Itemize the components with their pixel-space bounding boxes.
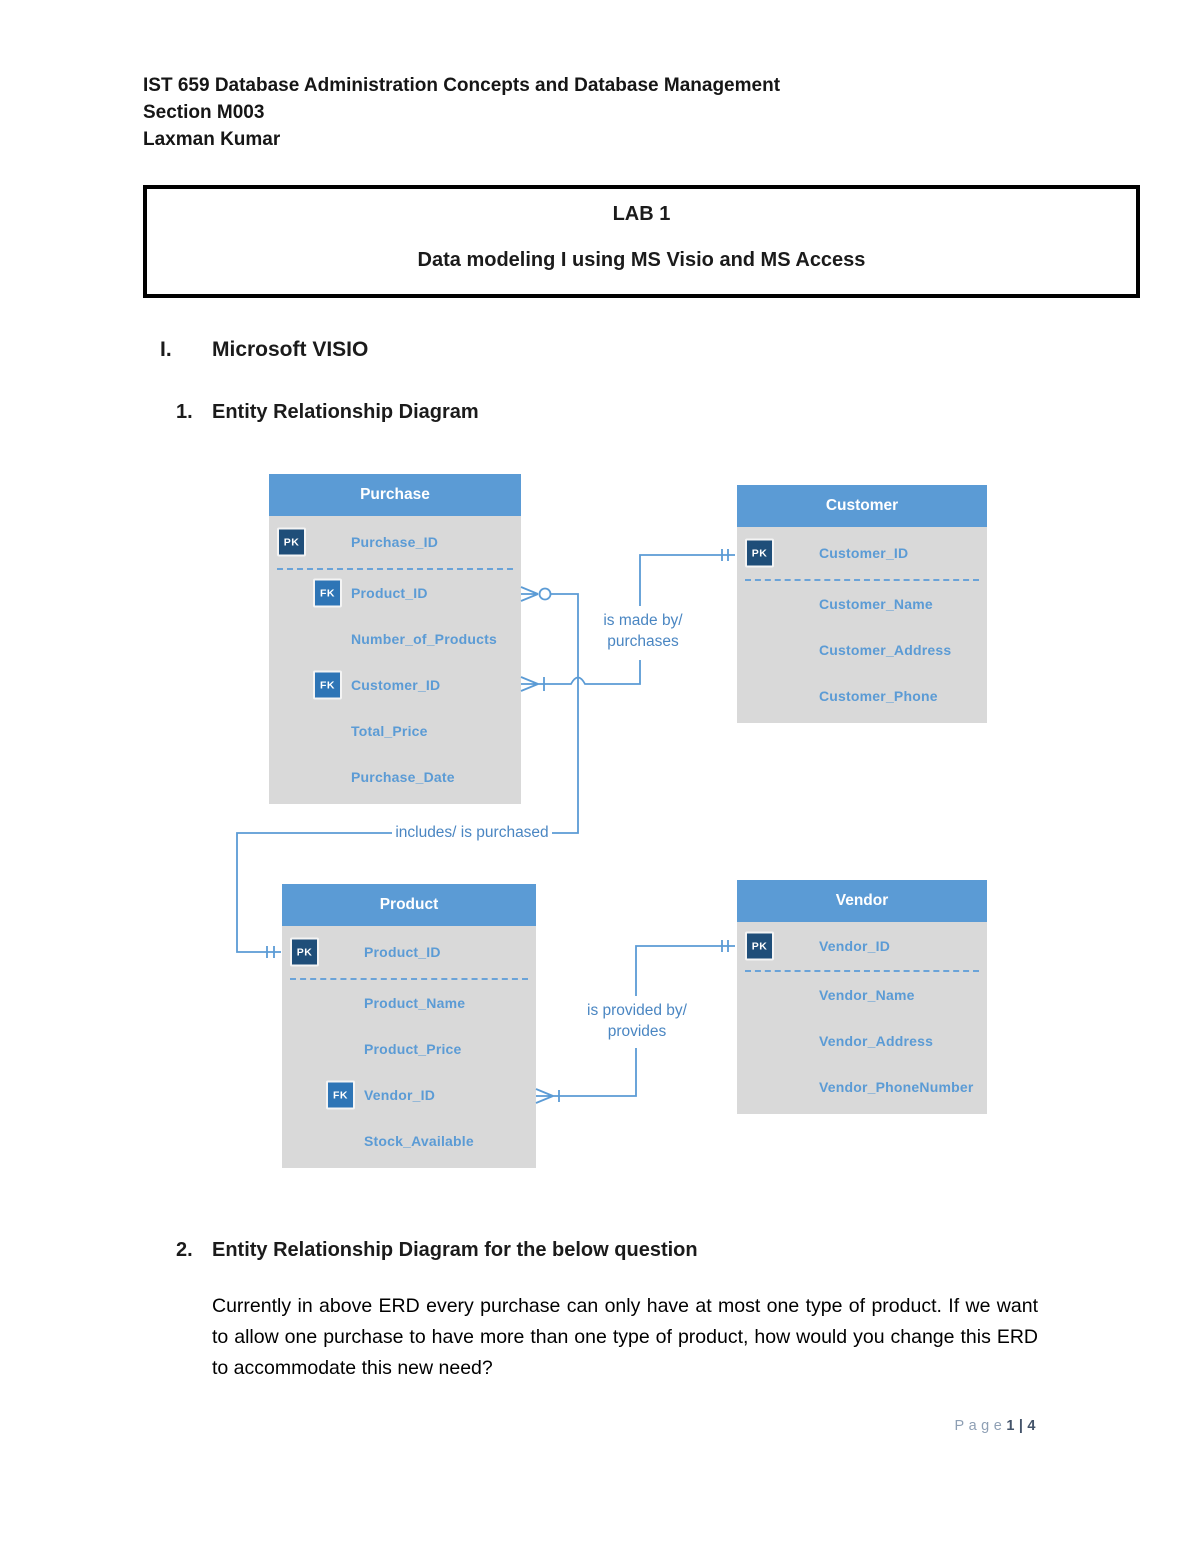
heading-erd-question: 2. Entity Relationship Diagram for the be… — [176, 1239, 698, 1262]
entity-vendor-body: PK Vendor_ID Vendor_Name Vendor_Address … — [737, 922, 987, 1114]
attribute-row: PK Product_ID — [282, 926, 536, 978]
lab-subtitle: Data modeling I using MS Visio and MS Ac… — [417, 249, 866, 271]
attribute-product-name: Product_Name — [364, 995, 466, 1011]
relationship-label-is-made-by: is made by/ purchases — [581, 606, 705, 660]
attribute-number-of-products: Number_of_Products — [351, 631, 497, 647]
question-paragraph: Currently in above ERD every purchase ca… — [212, 1295, 1038, 1379]
attribute-vendor-id: Vendor_ID — [364, 1087, 436, 1103]
attribute-customer-id: Customer_ID — [351, 677, 441, 693]
pk-separator — [745, 970, 979, 972]
page-number: 1|4 — [1006, 1418, 1040, 1434]
lab-title: LAB 1 — [612, 203, 671, 225]
attribute-row: PK Customer_ID — [737, 527, 987, 579]
attribute-vendor-id: Vendor_ID — [819, 938, 891, 954]
attribute-purchase-id: Purchase_ID — [351, 534, 439, 550]
attribute-row: Total_Price — [269, 708, 521, 754]
attribute-customer-address: Customer_Address — [819, 642, 952, 658]
attribute-product-id: Product_ID — [364, 944, 441, 960]
entity-product-title: Product — [282, 884, 536, 926]
entity-product: Product PK Product_ID Product_Name Produ… — [282, 884, 536, 1168]
attribute-row: Stock_Available — [282, 1118, 536, 1164]
course-title: IST 659 Database Administration Concepts… — [143, 75, 781, 96]
entity-customer: Customer PK Customer_ID Customer_Name Cu… — [737, 485, 987, 723]
pk-separator — [290, 978, 528, 980]
relationship-label-line: is provided by/ — [587, 1002, 687, 1019]
attribute-row: PK Vendor_ID — [737, 922, 987, 970]
pk-badge: PK — [290, 937, 319, 967]
entity-vendor-title: Vendor — [737, 880, 987, 922]
attribute-row: Customer_Phone — [737, 673, 987, 719]
attribute-row: Purchase_Date — [269, 754, 521, 800]
attribute-row: FK Product_ID — [269, 570, 521, 616]
author-line: Laxman Kumar — [143, 129, 281, 150]
attribute-row: Vendor_Name — [737, 972, 987, 1018]
page-word: Page — [954, 1418, 1007, 1434]
pk-badge: PK — [745, 931, 774, 961]
attribute-row: Customer_Name — [737, 581, 987, 627]
attribute-product-price: Product_Price — [364, 1041, 462, 1057]
entity-purchase-title: Purchase — [269, 474, 521, 516]
pk-separator — [745, 579, 979, 581]
heading-erd: 1. Entity Relationship Diagram — [176, 401, 479, 424]
attribute-stock-available: Stock_Available — [364, 1133, 474, 1149]
heading-text: Entity Relationship Diagram — [212, 401, 479, 423]
lab-title-box: LAB 1 Data modeling I using MS Visio and… — [143, 185, 1140, 298]
entity-purchase-body: PK Purchase_ID FK Product_ID Number_of_P… — [269, 516, 521, 804]
entity-customer-title: Customer — [737, 485, 987, 527]
relationship-label-line: provides — [607, 1023, 667, 1040]
entity-vendor: Vendor PK Vendor_ID Vendor_Name Vendor_A… — [737, 880, 987, 1114]
attribute-total-price: Total_Price — [351, 723, 428, 739]
attribute-purchase-date: Purchase_Date — [351, 769, 455, 785]
pk-separator — [277, 568, 513, 570]
heading-microsoft-visio: I. Microsoft VISIO — [160, 338, 368, 362]
relationship-label-line: is made by/ — [603, 612, 683, 629]
attribute-row: Customer_Address — [737, 627, 987, 673]
document-header: IST 659 Database Administration Concepts… — [143, 72, 780, 153]
heading-text: Entity Relationship Diagram for the belo… — [212, 1239, 698, 1261]
attribute-row: Product_Name — [282, 980, 536, 1026]
heading-numeral: I. — [160, 338, 172, 361]
relationship-label-includes: includes/ is purchased — [392, 821, 552, 845]
heading-number: 2. — [176, 1239, 193, 1261]
attribute-row: Product_Price — [282, 1026, 536, 1072]
relationship-label-is-provided-by: is provided by/ provides — [574, 996, 700, 1048]
attribute-row: FK Customer_ID — [269, 662, 521, 708]
fk-badge: FK — [313, 670, 342, 700]
heading-text: Microsoft VISIO — [212, 338, 369, 361]
page-footer: Page1|4 — [954, 1418, 1040, 1434]
attribute-customer-name: Customer_Name — [819, 596, 933, 612]
attribute-row: Number_of_Products — [269, 616, 521, 662]
attribute-product-id: Product_ID — [351, 585, 428, 601]
entity-customer-body: PK Customer_ID Customer_Name Customer_Ad… — [737, 527, 987, 723]
entity-purchase: Purchase PK Purchase_ID FK Product_ID Nu… — [269, 474, 521, 804]
pk-badge: PK — [277, 527, 306, 557]
fk-badge: FK — [313, 578, 342, 608]
section-line: Section M003 — [143, 102, 265, 123]
attribute-row: FK Vendor_ID — [282, 1072, 536, 1118]
entity-product-body: PK Product_ID Product_Name Product_Price… — [282, 926, 536, 1168]
attribute-row: Vendor_Address — [737, 1018, 987, 1064]
pk-badge: PK — [745, 538, 774, 568]
attribute-row: PK Purchase_ID — [269, 516, 521, 568]
attribute-customer-id: Customer_ID — [819, 545, 909, 561]
attribute-vendor-address: Vendor_Address — [819, 1033, 934, 1049]
attribute-vendor-name: Vendor_Name — [819, 987, 915, 1003]
attribute-customer-phone: Customer_Phone — [819, 688, 938, 704]
relationship-label-line: purchases — [607, 633, 679, 650]
attribute-vendor-phonenumber: Vendor_PhoneNumber — [819, 1079, 974, 1095]
heading-number: 1. — [176, 401, 193, 423]
fk-badge: FK — [326, 1080, 355, 1110]
attribute-row: Vendor_PhoneNumber — [737, 1064, 987, 1110]
